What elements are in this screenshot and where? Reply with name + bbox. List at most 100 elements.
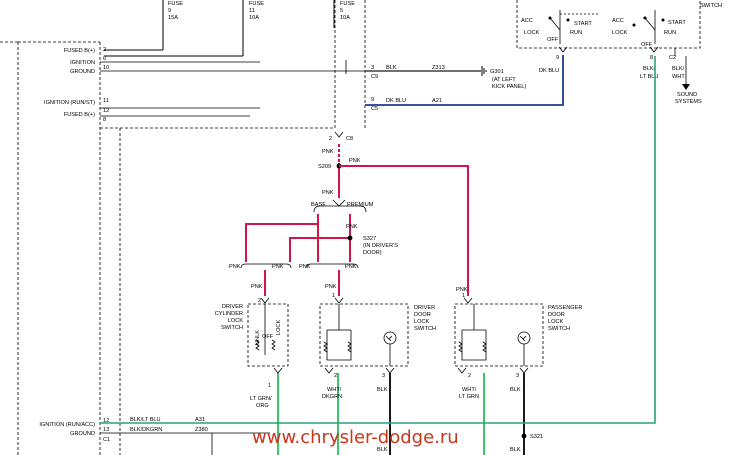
ignition-switch: SWITCH ACC LOCK OFF START RUN ACC LOCK O…	[516, 0, 722, 105]
drv-cyl-name-2: CYLINDER	[215, 311, 243, 317]
ign-wire-dkblu: DK BLU	[539, 68, 559, 74]
pin-ground: GROUND	[70, 69, 95, 75]
pass-door-name-1: PASSENGER	[548, 305, 582, 311]
sw2-acc: ACC	[612, 18, 624, 24]
drv-cyl-name-4: SWITCH	[221, 325, 243, 331]
bottom-w1-code: A31	[195, 417, 205, 423]
c9-pin: 3	[371, 65, 374, 71]
left-module: FUSED B(+) IGNITION GROUND IGNITION (RUN…	[0, 41, 365, 455]
ign-pin-9: 9	[556, 55, 559, 61]
pnk-label-drv-cyl: PNK	[251, 284, 263, 290]
bottom-w1: BLK/LT BLU	[130, 417, 161, 423]
pin-num-8: 8	[103, 117, 106, 123]
drv-cyl-off: OFF	[262, 334, 274, 340]
pin-ign-run-st: IGNITION (RUN/ST)	[44, 100, 95, 106]
sw1-acc: ACC	[521, 18, 533, 24]
drv-door-pin-br: 3	[382, 373, 385, 379]
fuse-group: FUSE 9 15A FUSE 11 10A FUSE 5 10A	[104, 0, 355, 57]
pin-num-2: 2	[103, 47, 106, 53]
fuse-2-num: 11	[249, 8, 255, 14]
s327-note-2: DOOR)	[363, 250, 382, 256]
drv-cyl-name-3: LOCK	[228, 318, 244, 324]
ignition-switch-label: SWITCH	[700, 3, 722, 9]
drv-door-wire-1: WHT/	[327, 387, 342, 393]
ground-note-1: (AT LEFT	[492, 77, 516, 83]
pnk-label-a: PNK	[229, 264, 241, 270]
drv-cyl-pin-top: 2	[258, 298, 261, 304]
c5-pin: 9	[371, 97, 374, 103]
pnk-label-c: PNK	[299, 264, 311, 270]
sw2-off: OFF	[641, 42, 653, 48]
premium-label: PREMIUM	[347, 202, 374, 208]
watermark-text: www.chrysler-dodge.ru	[252, 427, 459, 448]
pin-num-6: 6	[103, 56, 106, 62]
drv-cyl-pin-bottom: 1	[268, 383, 271, 389]
ign-wire-ltblu-2: LT BLU	[640, 74, 658, 80]
pnk-label-pass: PNK	[456, 287, 468, 293]
ltblu-wire	[100, 56, 656, 424]
c5-label: C5	[371, 106, 378, 112]
sw1-lock: LOCK	[524, 30, 540, 36]
ign-wire-blkwht-1: BLK/	[672, 66, 685, 72]
sound-systems-1: SOUND	[677, 92, 697, 98]
ground-wire: BLK Z313 G301 (AT LEFT KICK PANEL)	[365, 65, 527, 90]
pin-num-13: 13	[103, 427, 109, 433]
ign-pin-8: 8	[650, 55, 653, 61]
pin-num-11: 11	[103, 98, 109, 104]
drv-cyl-lock: LOCK	[276, 319, 282, 335]
pass-door-name-3: LOCK	[548, 319, 564, 325]
sw2-start: START	[668, 20, 686, 26]
fuse-2-label: FUSE	[249, 1, 264, 7]
ground-note-2: KICK PANEL)	[492, 84, 527, 90]
bottom-blk-2: BLK	[510, 447, 521, 453]
drv-door-name-2: DOOR	[414, 312, 431, 318]
s327-label: S327	[363, 236, 376, 242]
drv-door-name-4: SWITCH	[414, 326, 436, 332]
fuse-3-amp: 10A	[340, 15, 350, 21]
pnk-label-s327: PNK	[346, 224, 358, 230]
pin-num-12: 12	[103, 108, 109, 114]
fuse-3-num: 5	[340, 8, 343, 14]
sw1-off: OFF	[547, 37, 559, 43]
driver-cylinder-lock-switch: DRIVER CYLINDER LOCK SWITCH 2 UNLK OFF L…	[215, 297, 289, 455]
fuse-3-label: FUSE	[340, 1, 355, 7]
driver-door-lock-switch: DRIVER DOOR LOCK SWITCH 1 2 3 WHT/ DKGRN…	[319, 293, 436, 455]
pnk-label-b: PNK	[272, 264, 284, 270]
fuse-1-amp: 15A	[168, 15, 178, 21]
s327-dot	[347, 235, 353, 241]
ground-wire-color: BLK	[386, 65, 397, 71]
sw1-start: START	[574, 21, 592, 27]
ground-wire-code: Z313	[432, 65, 445, 71]
c8-pin: 2	[329, 136, 332, 142]
s321-dot	[521, 433, 527, 439]
ign-wire-blkwht-2: WHT	[672, 74, 685, 80]
ign-wire-ltblu-1: BLK/	[643, 66, 656, 72]
fuse-1-num: 9	[168, 8, 171, 14]
bottom-w2-code: Z380	[195, 427, 208, 433]
pin-ground-bottom: GROUND	[70, 431, 95, 437]
sw2-run: RUN	[664, 30, 676, 36]
pink-circuit: PNK S209 PNK PNK PNK BASE PREMIUM PNK S3…	[229, 144, 469, 296]
pass-door-pin-bl: 2	[468, 373, 471, 379]
pass-door-name-2: DOOR	[548, 312, 565, 318]
pnk-label-3: PNK	[322, 190, 334, 196]
pin-fused-b-2: FUSED B(+)	[64, 112, 95, 118]
pass-door-wire-1: WHT/	[462, 387, 477, 393]
sound-systems-2: SYSTEMS	[675, 99, 702, 105]
bottom-blk-1: BLK	[377, 447, 388, 453]
dkblu-wire-code: A21	[432, 98, 442, 104]
pnk-label-d: PNK	[345, 264, 357, 270]
c8-label: C8	[346, 136, 353, 142]
pin-fused-b-1: FUSED B(+)	[64, 48, 95, 54]
fuse-1-label: FUSE	[168, 1, 183, 7]
c9-label: C9	[371, 74, 378, 80]
s321-label: S321	[530, 434, 543, 440]
pin-num-10: 10	[103, 65, 109, 71]
pnk-label-1: PNK	[322, 149, 334, 155]
drv-door-wire-br: BLK	[377, 387, 388, 393]
pass-door-wire-br: BLK	[510, 387, 521, 393]
pass-door-pin-top: 1	[462, 293, 465, 299]
middle-block: 3 C9 9 C5 2 C8	[329, 0, 378, 142]
sw2-lock: LOCK	[612, 30, 628, 36]
